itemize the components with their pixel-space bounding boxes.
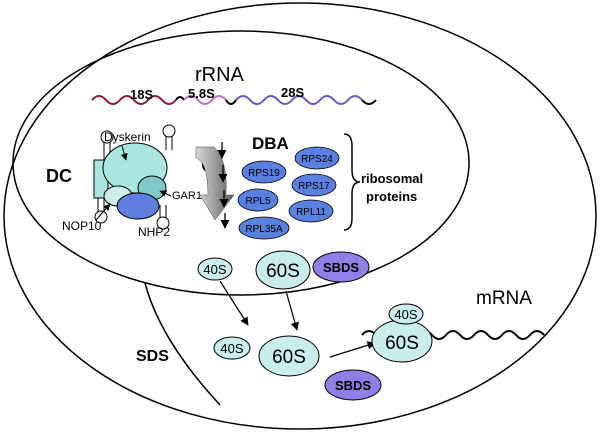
protein-rpl5-label: RPL5: [245, 196, 270, 207]
sbds-top-label: SBDS: [323, 260, 359, 275]
dyskerin-pointer: [120, 145, 128, 161]
subunit-40s-cytoplasm-label: 40S: [220, 341, 243, 356]
mrna-label: mRNA: [476, 288, 532, 309]
rrna-strand-spacer1: [175, 96, 185, 101]
gar1-label: GAR1: [172, 190, 202, 202]
subunit-40s-nucleus-label: 40S: [203, 262, 226, 277]
cell-membrane: [3, 2, 597, 430]
sbds-top: [312, 251, 370, 283]
nop10-label: NOP10: [62, 219, 102, 233]
ribosome-40s: [388, 303, 424, 325]
dba-label: DBA: [252, 134, 289, 153]
dc-label: DC: [46, 166, 72, 186]
subunit-40s-nucleus: [197, 257, 233, 281]
arrow-assembly: [329, 341, 376, 358]
protein-rps17-label: RPS17: [298, 181, 330, 192]
protein-brace: [343, 133, 361, 231]
protein-rpl5: [237, 188, 279, 212]
rrna-strand-tail: [361, 99, 377, 105]
rrna-18s-label: 18S: [130, 87, 153, 102]
sds-boundary-line: [144, 282, 221, 406]
rrna-strand-18s: [91, 95, 177, 105]
arrow-60s-export: [285, 290, 299, 331]
arrow-40s-export: [219, 280, 249, 326]
ribosome-60s-label: 60S: [385, 333, 419, 354]
subunit-60s-cytoplasm: [258, 335, 320, 377]
protein-rps19-label: RPS19: [248, 168, 280, 179]
rrna-28s-label: 28S: [281, 85, 304, 100]
subunit-60s-nucleus: [255, 250, 311, 290]
gar1-pointer: [159, 190, 172, 197]
rrna-strand-28s: [235, 95, 363, 105]
rrna-strand-58s: [183, 95, 227, 105]
protein-rpl35a: [238, 216, 290, 240]
protein-rpl35a-label: RPL35A: [245, 224, 283, 235]
sbds-bottom: [324, 369, 382, 401]
processing-arrows: [217, 142, 230, 229]
protein-rps19: [241, 160, 287, 184]
protein-rpl11: [288, 199, 334, 223]
nhp2-label: NHP2: [138, 225, 170, 239]
subunit-60s-nucleus-label: 60S: [266, 261, 300, 282]
nhp2-protein: [116, 192, 160, 220]
sds-label: SDS: [136, 348, 169, 365]
proteins-label: proteins: [366, 189, 417, 204]
protein-rps17: [291, 173, 337, 197]
subunit-40s-cytoplasm: [213, 336, 251, 360]
sbds-bottom-label: SBDS: [335, 378, 371, 393]
ribosomal-proteins: RPS19 RPS24 RPS17 RPL5 RPL11 RPL35A: [237, 146, 340, 240]
ribosome-40s-label: 40S: [394, 307, 417, 322]
nop10-pointer: [95, 203, 111, 221]
ribosomal-label: ribosomal: [361, 171, 423, 186]
rrna-58s-label: 5.8S: [188, 86, 215, 101]
dyskerin-label: Dyskerin: [104, 130, 151, 144]
rrna-title: rRNA: [195, 64, 245, 86]
protein-rpl11-label: RPL11: [296, 207, 326, 218]
protein-rps24: [294, 146, 340, 170]
protein-rps24-label: RPS24: [301, 154, 333, 165]
nucleus-membrane: [12, 30, 470, 296]
subunit-60s-cytoplasm-label: 60S: [272, 347, 306, 368]
rrna-strand-spacer2: [225, 99, 237, 105]
